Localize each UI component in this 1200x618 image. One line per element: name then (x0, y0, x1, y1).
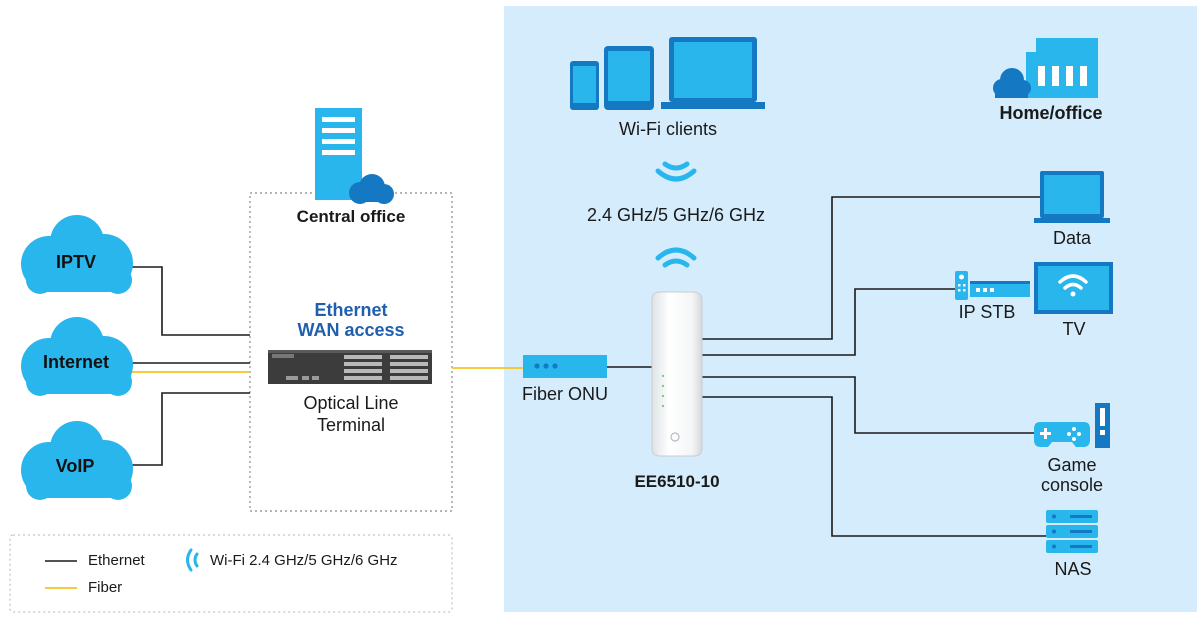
wan-label-line2: WAN access (297, 320, 405, 340)
voip-label: VoIP (55, 456, 95, 476)
stb-link (702, 288, 955, 356)
legend-box (9, 534, 453, 613)
wifi-clients-icon (570, 37, 765, 110)
iptv-cloud (21, 215, 133, 294)
nas-label: NAS (1054, 559, 1092, 579)
wan-label-line1: Ethernet (314, 300, 388, 320)
home-office-building-icon (993, 38, 1098, 98)
legend-wifi-icon (186, 548, 199, 572)
tv-label: TV (1062, 319, 1086, 339)
central-office-label: Central office (296, 207, 406, 226)
internet-cloud (21, 317, 133, 396)
iptv-link (130, 266, 250, 336)
wifi-bands-label: 2.4 GHz/5 GHz/6 GHz (586, 205, 766, 225)
voip-link (130, 392, 250, 466)
olt-label-line1: Optical Line (303, 393, 399, 413)
voip-cloud (21, 421, 133, 500)
data-link (702, 196, 1040, 340)
game-console-label-line1: Game (1047, 455, 1097, 475)
olt-device-icon (268, 350, 432, 384)
legend-fiber-label: Fiber (88, 579, 123, 596)
fiber-onu-label: Fiber ONU (521, 384, 609, 404)
wifi-signal-icon-bottom (655, 247, 697, 268)
iptv-label: IPTV (55, 252, 97, 272)
nas-icon (1046, 510, 1098, 553)
game-console-label-line2: console (1040, 475, 1104, 495)
tv-icon (1034, 262, 1113, 314)
stb-icon (955, 271, 1030, 300)
home-office-label: Home/office (999, 103, 1103, 123)
ethernet-links (130, 196, 1046, 537)
internet-label: Internet (42, 352, 110, 372)
nas-link (702, 396, 1046, 537)
stb-label: IP STB (958, 302, 1016, 322)
legend-ethernet-label: Ethernet (88, 552, 145, 569)
fiber-onu-icon (523, 355, 607, 378)
game-link (702, 376, 1034, 434)
router-icon (651, 291, 703, 457)
olt-label-line2: Terminal (316, 415, 386, 435)
wifi-clients-label: Wi-Fi clients (619, 119, 717, 139)
wifi-signal-icon-top (655, 161, 697, 182)
game-console-icon (1034, 403, 1110, 448)
router-label: EE6510-10 (634, 472, 720, 491)
data-laptop-icon (1034, 171, 1110, 223)
fiber-links (130, 367, 524, 373)
central-office-server-icon (315, 108, 394, 204)
data-label: Data (1052, 228, 1092, 248)
legend-wifi-label: Wi-Fi 2.4 GHz/5 GHz/6 GHz (210, 552, 398, 569)
